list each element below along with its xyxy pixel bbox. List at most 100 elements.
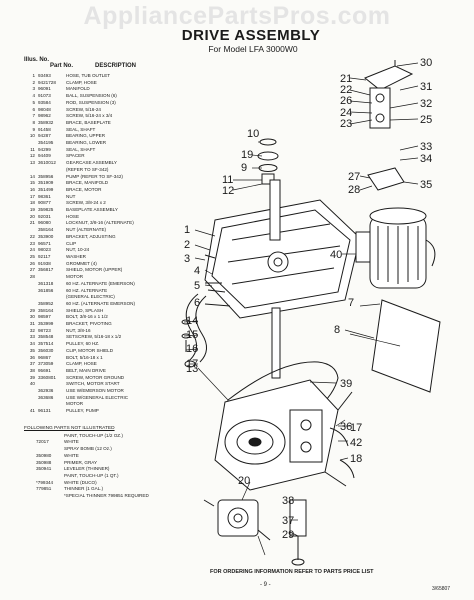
part-description: GROMMET (4) [66,260,97,266]
part-number: 779851 [36,486,52,492]
callout-number: 1 [184,224,190,236]
callout-number: 32 [420,98,432,110]
part-description: SHIELD, MOTOR (UPPER) [66,267,123,273]
callout-number: 17 [186,358,198,370]
part-description: 60 HZ. ALTERNATE (EMERSON) [66,280,135,286]
part-description: BRACKET, PIVOTING [66,321,112,327]
illus-no: 40 [29,381,35,387]
part-description: CLIP [66,240,77,246]
parts-row: (GENERAL ELECTRIC) [24,294,189,301]
illus-no: 2 [32,79,35,85]
callout-number: 8 [334,324,340,336]
callout-number: 15 [186,329,198,341]
illus-no-header: Illus. No. [24,57,50,63]
part-number: 93493 [38,73,51,78]
part-description: SCREW, 3/8-24 x 2 [66,200,106,206]
callout-number: 7 [348,297,354,309]
callout-number: 31 [420,81,432,93]
part-number: 94287 [38,133,51,139]
part-number: 92031 [38,213,51,219]
part-number: 373059 [38,361,54,367]
part-number: 358956 [38,173,54,179]
callout-number: 14 [186,315,198,327]
illus-no: 19 [29,207,35,213]
part-number: 96867 [38,354,51,360]
part-number: 358548 [38,334,54,340]
part-description: NUT, 3/8-16 [66,327,91,333]
callout-number: 21 [340,73,352,85]
callout-number: 39 [340,378,352,390]
part-description: USE W/GENERAL ELECTRIC [66,394,129,400]
part-number: 354195 [38,140,54,146]
part-number: 94299 [38,146,51,152]
part-description: SPACER [66,153,85,159]
part-description: *SPECIAL THINNER 799851 REQUIRED [64,493,149,499]
part-number: 362936 [38,388,54,394]
motor [355,207,436,289]
illus-no: 24 [29,247,35,253]
callout-number: 18 [350,453,362,465]
part-description: SHIELD, SPLASH [66,307,104,313]
illus-no: 25 [29,253,35,259]
part-number: 96091 [38,86,51,92]
callout-number: 28 [348,184,360,196]
part-description: WHITE [64,439,79,445]
illus-no: 16 [29,186,35,192]
part-number: 98597 [38,314,51,320]
callout-number: 37 [282,515,294,527]
part-description: SPRAY BOMB (12 Oz.) [64,446,112,452]
part-description: PRIMER, GRAY [64,459,98,465]
illus-no: 35 [29,347,35,353]
illus-no: 29 [29,307,35,313]
pivoting-bracket [364,60,414,129]
callout-number: 3 [184,253,190,265]
not-illustrated-list: FOLLOWING PARTS NOT ILLUSTRATED PAINT, T… [24,426,189,500]
illus-no: 41 [29,408,35,414]
part-description: BALL, SUSPENSION (6) [66,93,117,99]
part-number: 72017 [36,439,49,445]
part-description: MOTOR [66,401,84,407]
part-description: NUT [66,193,76,199]
part-number: 361318 [38,280,54,286]
callout-number: 29 [282,529,294,541]
callout-number: 36 [340,421,352,433]
callout-number: 33 [420,141,432,153]
part-number: 96080 [38,220,51,226]
callout-number: 6 [194,297,200,309]
part-description: MANIFOLD [66,86,90,92]
callout-number: 11 [222,174,233,186]
callout-number: 42 [350,437,362,449]
part-number: 90877 [38,200,51,206]
part-number: 98048 [38,106,51,112]
part-description: 60 HZ. (ALTERNATE EMERSON) [66,300,135,306]
part-number: 94409 [38,153,51,159]
motor-shield-clip [367,167,405,191]
part-description: PAINT, TOUCH-UP (1 QT.) [64,472,119,478]
callout-number: 35 [420,179,432,191]
callout-number: 30 [420,57,432,69]
part-description: USE W/EMERSON MOTOR [66,388,124,394]
part-number: 351499 [38,186,54,192]
part-description: THINNER (1 GAL.) [64,486,104,492]
part-description: SEAL, SHAFT [66,126,96,132]
illus-no: 17 [29,193,35,199]
